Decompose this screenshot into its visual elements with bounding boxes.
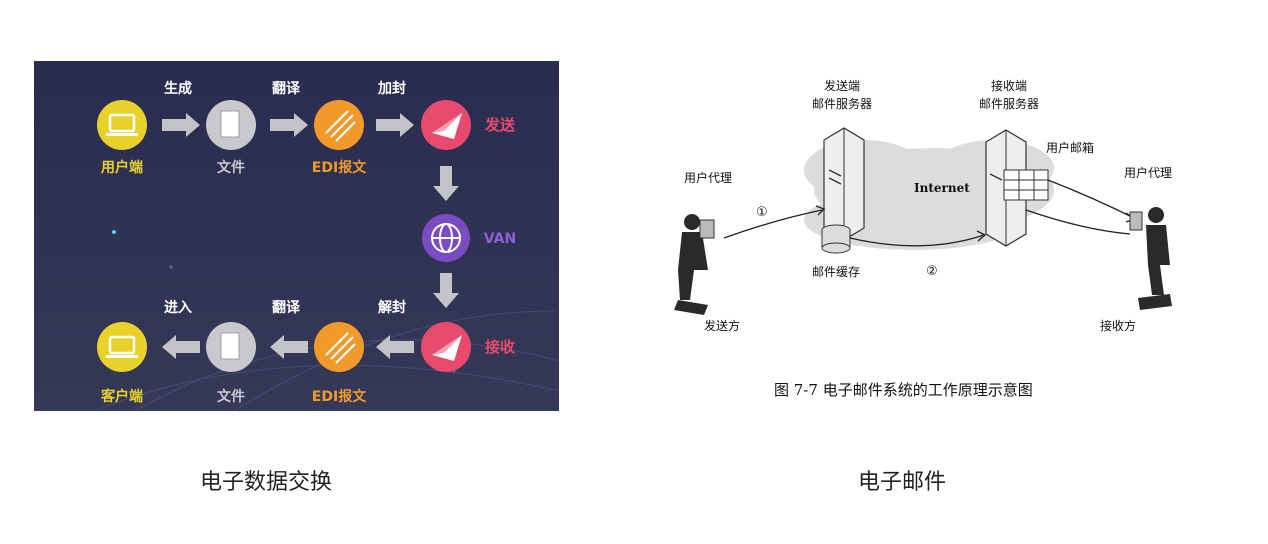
sender-server-label-2: 邮件服务器 (812, 96, 872, 111)
user-mailbox-icon (1003, 169, 1049, 201)
user-mailbox-label: 用户邮箱 (1046, 140, 1094, 155)
receiver-person-icon (1129, 207, 1172, 310)
receiver-server-label-2: 邮件服务器 (979, 96, 1039, 111)
sender-server-icon (823, 127, 865, 241)
step2-label: ② (926, 264, 938, 279)
arrow-to-receiver-server (849, 234, 985, 247)
node-label-edi: EDI报文 (312, 388, 367, 405)
receive-mail-icon (421, 322, 471, 372)
email-diagram: Internet 发送端 邮件服务器 接收端 邮件服务器 邮件缓存 (664, 70, 1204, 410)
user-agent-left-label: 用户代理 (684, 170, 732, 185)
arrow-to-receiver-2 (1025, 209, 1131, 235)
step-label-bottom-1: 进入 (164, 300, 192, 316)
email-diagram-svg: Internet 发送端 邮件服务器 接收端 邮件服务器 邮件缓存 (674, 78, 1172, 399)
node-label-receive: 接收 (485, 338, 515, 356)
document-icon (206, 100, 256, 150)
node-label-user-end: 用户端 (101, 159, 143, 176)
step-label-top-3: 加封 (377, 80, 406, 97)
step-label-bottom-2: 翻译 (272, 299, 301, 316)
figure-caption: 图 7-7 电子邮件系统的工作原理示意图 (774, 381, 1033, 399)
node-label-file: 文件 (217, 159, 245, 176)
arrow-to-receiver (1047, 179, 1135, 219)
sender-person-icon (674, 214, 715, 315)
node-label-client: 客户端 (100, 388, 143, 405)
receiver-server-label-1: 接收端 (991, 78, 1027, 93)
laptop-icon (97, 100, 147, 150)
step-label-top-1: 生成 (164, 80, 192, 97)
arrow-down (433, 166, 459, 201)
internet-label: Internet (914, 181, 970, 195)
receiver-label: 接收方 (1100, 318, 1136, 333)
edi-diagram-svg: 生成 翻译 加封 用户 (34, 61, 560, 412)
arrow-right (270, 113, 308, 137)
mail-cache-icon (821, 224, 851, 254)
arrow-to-sender-server (723, 209, 823, 239)
send-mail-icon (421, 100, 471, 150)
arrowhead (815, 205, 826, 216)
caption-email: 电子邮件 (858, 470, 947, 495)
step-label-top-2: 翻译 (272, 80, 301, 97)
caption-edi: 电子数据交换 (200, 470, 333, 495)
mail-cache-label: 邮件缓存 (812, 265, 860, 279)
edi-message-icon (314, 100, 364, 150)
arrow-right (376, 113, 414, 137)
arrow-right (162, 113, 200, 137)
step-label-bottom-3: 解封 (378, 299, 406, 316)
arrow-left (270, 335, 308, 359)
node-label-edi: EDI报文 (312, 159, 367, 176)
laptop-icon (97, 322, 147, 372)
sender-server-label-1: 发送端 (824, 78, 860, 93)
user-agent-right-label: 用户代理 (1124, 165, 1172, 180)
arrow-left (162, 335, 200, 359)
arrowhead (976, 230, 987, 242)
node-label-file: 文件 (217, 388, 245, 405)
step1-label: ① (756, 205, 768, 220)
globe-icon (422, 214, 470, 262)
dot (169, 265, 173, 269)
arrow-left (376, 335, 414, 359)
document-icon (206, 322, 256, 372)
arrow-down (433, 273, 459, 308)
edi-message-icon (314, 322, 364, 372)
node-label-send: 发送 (484, 116, 516, 134)
dot (112, 230, 116, 234)
sender-label: 发送方 (704, 318, 740, 333)
node-label-van: VAN (484, 231, 516, 247)
edi-diagram: 生成 翻译 加封 用户 (34, 61, 560, 412)
